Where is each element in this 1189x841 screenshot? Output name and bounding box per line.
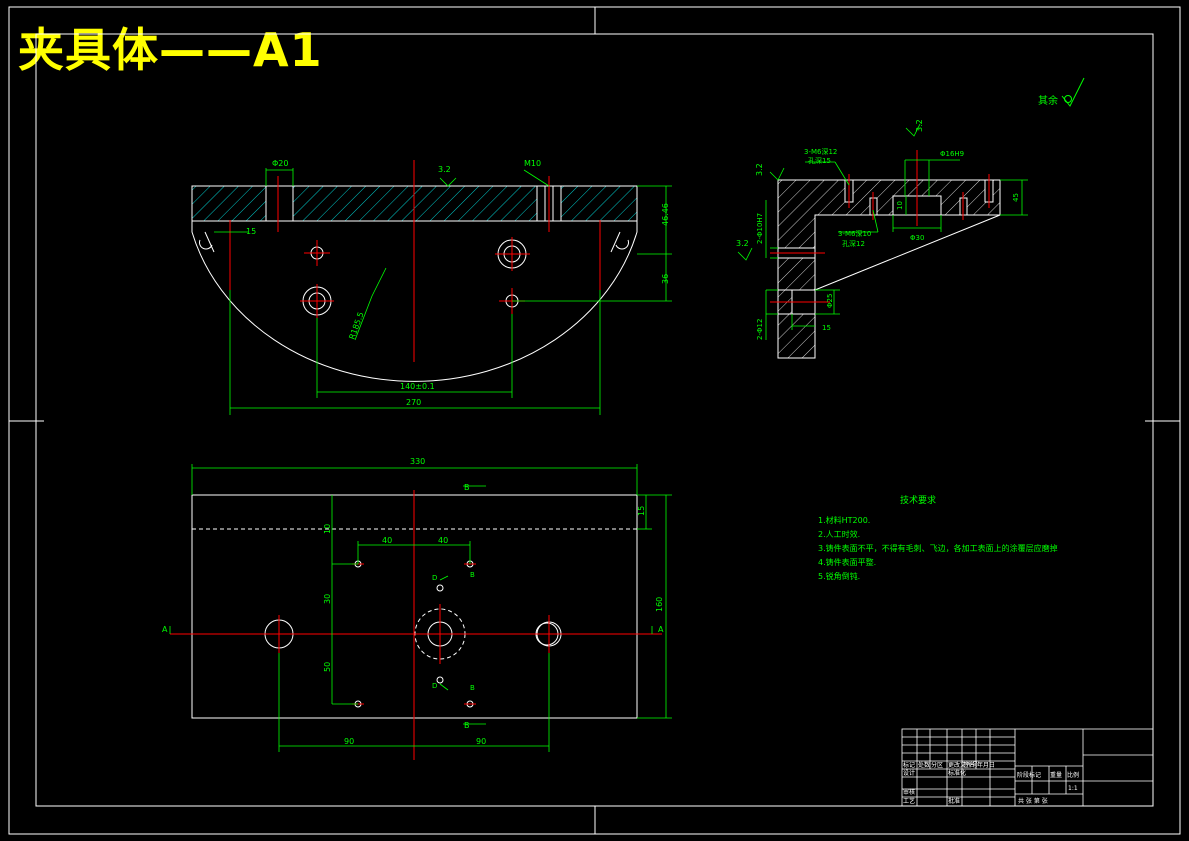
dim-plan-10: 10 (323, 524, 332, 534)
mark-d-top: D (432, 574, 437, 582)
dim-thread-b2: 孔深12 (842, 239, 865, 248)
mark-section-a-right: A (658, 625, 664, 634)
dim-plan-90a: 90 (344, 737, 354, 746)
tb-weight: 重量 (1050, 771, 1062, 779)
dim-140: 140±0.1 (400, 382, 435, 391)
tb-count: 处数 (918, 761, 930, 769)
mark-d-bot: D (432, 682, 437, 690)
dim-plan-90b: 90 (476, 737, 486, 746)
dim-roughness-top: 3.2 (438, 165, 451, 174)
dim-hole-left2: 2-Φ12 (756, 319, 764, 340)
dim-side-45: 45 (1012, 193, 1020, 202)
dim-side-10: 10 (896, 201, 904, 210)
dim-hole-left: 2-Φ10H7 (756, 213, 764, 244)
mark-section-b-top: B (464, 483, 470, 492)
mark-section-b-bot: B (464, 721, 470, 730)
dim-plan-50a: 50 (323, 662, 332, 672)
dim-plan-overall: 330 (410, 457, 425, 466)
tb-zone: 分区 (931, 761, 943, 769)
tb-change-doc: 更改文件号 (948, 761, 978, 769)
dim-plan-15: 15 (637, 506, 646, 516)
tb-process: 工艺 (903, 797, 915, 805)
dim-plan-30: 30 (323, 594, 332, 604)
mark-b-bot: B (470, 684, 475, 692)
view-top: Φ20 3.2 M10 15 46.46 36 R185.5 140±0.1 2… (191, 159, 672, 415)
tb-signature: 签名 (963, 761, 975, 769)
view-side: 3.2 3.2 3.2 3-M6深12 孔深15 3-M6深10 孔深12 Φ1… (736, 119, 1028, 359)
dim-side-15: 15 (822, 324, 831, 332)
dim-plan-40a: 40 (382, 536, 392, 545)
dim-bore-top: Φ16H9 (940, 150, 964, 158)
dim-roughness-a: 3.2 (755, 163, 764, 176)
tech-item-4: 4.铸件表面平整. (818, 558, 877, 567)
dim-height: 46.46 (661, 203, 670, 226)
view-plan: 330 B B A A 40 40 10 30 50 160 15 90 90 … (162, 457, 672, 760)
dim-thread-a: 3-M6深12 (804, 147, 837, 156)
dim-radius: R185.5 (347, 311, 365, 341)
dim-thread-a2: 孔深15 (808, 156, 831, 165)
tech-item-3: 3.铸件表面不平，不得有毛刺、飞边，各加工表面上的涂覆层应磨掉 (818, 544, 1058, 553)
dim-270: 270 (406, 398, 421, 407)
dim-thread: M10 (524, 159, 541, 168)
dim-36: 36 (661, 274, 670, 284)
tb-marker: 标记 (903, 761, 915, 769)
roughness-note-text: 其余 (1038, 94, 1058, 107)
dim-bore-mid: Φ30 (910, 234, 924, 242)
tb-date: 年月日 (977, 761, 995, 769)
dim-side-25: Φ25 (826, 294, 834, 308)
dim-roughness-c: 3.2 (915, 119, 924, 132)
tb-scale-val: 1:1 (1068, 785, 1078, 792)
dim-15: 15 (246, 227, 256, 236)
title-block-text: 标记 处数 分区 更改文件号 签名 年月日 设计 标准化 阶段标记 重量 比例 … (903, 761, 1079, 805)
tb-scale: 比例 (1067, 771, 1079, 779)
sheet-border (8, 6, 1181, 835)
roughness-note: 其余 (1038, 77, 1085, 107)
tb-sheets: 共 张 第 张 (1018, 797, 1048, 805)
tech-item-2: 2.人工时效. (818, 530, 861, 539)
tb-standardize: 标准化 (948, 769, 966, 777)
tb-stage-mark: 阶段标记 (1017, 771, 1041, 779)
tech-requirements: 技术要求 1.材料HT200. 2.人工时效. 3.铸件表面不平，不得有毛刺、飞… (818, 494, 1058, 584)
tech-item-1: 1.材料HT200. (818, 516, 871, 525)
dim-thread-b: 3-M6深10 (838, 229, 871, 238)
tb-review: 审核 (903, 788, 915, 796)
dim-plan-40b: 40 (438, 536, 448, 545)
title-block (901, 728, 1154, 807)
tb-approve: 批准 (948, 797, 960, 805)
drawing-title: 夹具体——A1 (18, 23, 323, 77)
dim-hole-dia: Φ20 (272, 159, 288, 168)
mark-b-top: B (470, 571, 475, 579)
mark-section-a-left: A (162, 625, 168, 634)
tech-item-5: 5.锐角倒钝. (818, 572, 861, 581)
tb-design: 设计 (903, 769, 915, 777)
dim-roughness-b: 3.2 (736, 239, 749, 248)
tech-heading: 技术要求 (899, 496, 936, 506)
dim-plan-160: 160 (655, 597, 664, 612)
